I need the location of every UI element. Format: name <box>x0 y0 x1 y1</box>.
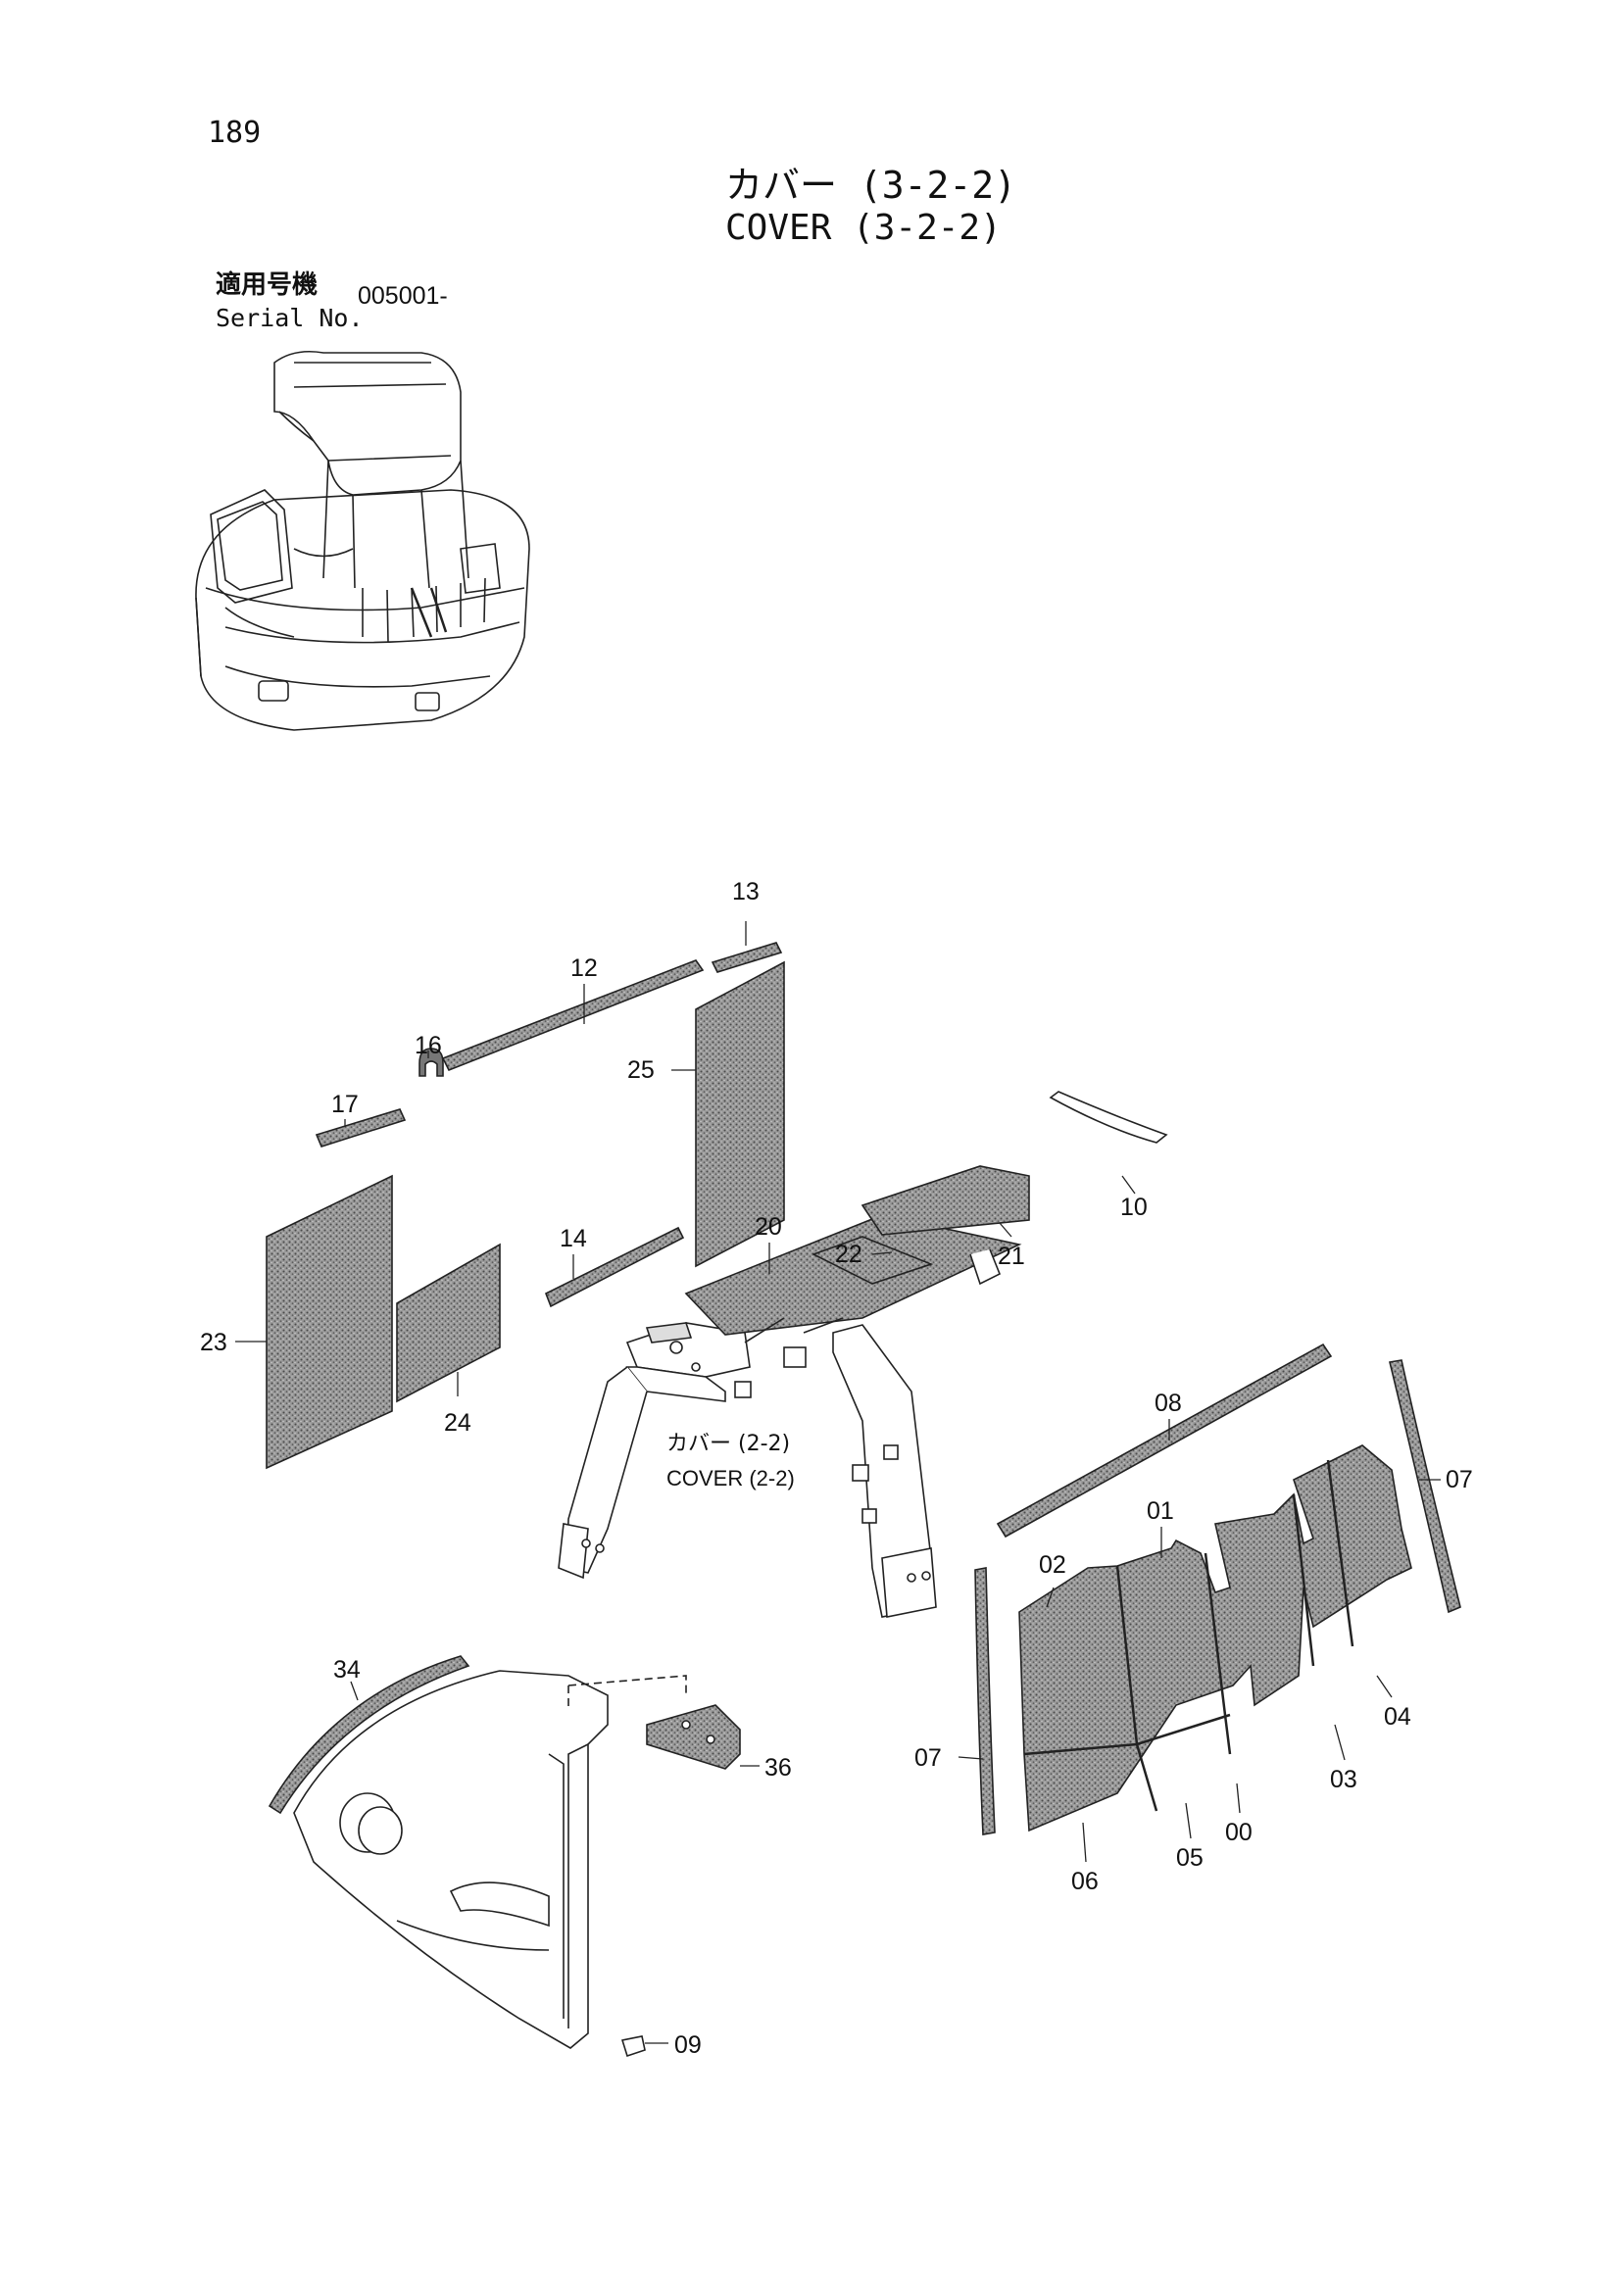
callout-34: 34 <box>333 1656 361 1684</box>
callout-07-left: 07 <box>914 1744 942 1772</box>
callout-22: 22 <box>835 1241 862 1268</box>
callout-14: 14 <box>560 1225 587 1252</box>
callout-00: 00 <box>1225 1819 1253 1846</box>
callout-02: 02 <box>1039 1551 1066 1579</box>
callout-17: 17 <box>331 1091 359 1118</box>
leader-lines <box>235 921 1441 2044</box>
callout-01: 01 <box>1147 1497 1174 1525</box>
frame-assembly-icon <box>558 1165 1030 1618</box>
page-number: 189 <box>208 116 262 150</box>
overview-machine-icon <box>195 350 530 731</box>
serial-number-value: 005001- <box>358 282 448 310</box>
callout-07-right: 07 <box>1446 1466 1473 1493</box>
title-japanese: カバー (3-2-2) <box>725 164 1017 207</box>
callout-23: 23 <box>200 1329 227 1356</box>
callout-03: 03 <box>1330 1766 1357 1793</box>
cross-reference-japanese: カバー (2-2) <box>666 1432 790 1456</box>
callout-05: 05 <box>1176 1844 1204 1872</box>
callout-36: 36 <box>764 1754 792 1782</box>
callout-04: 04 <box>1384 1703 1411 1731</box>
callout-09: 09 <box>674 2031 702 2059</box>
callout-25: 25 <box>627 1056 655 1084</box>
callout-10: 10 <box>1120 1194 1148 1221</box>
callout-12: 12 <box>570 954 598 982</box>
title-english: COVER (3-2-2) <box>725 208 1002 248</box>
callout-06: 06 <box>1071 1868 1099 1895</box>
callout-24: 24 <box>444 1409 471 1437</box>
callout-labels: 13 12 16 17 25 10 14 20 22 21 23 24 08 0… <box>200 878 1473 2059</box>
callout-08: 08 <box>1155 1390 1182 1417</box>
serial-label-english: Serial No. <box>216 304 364 332</box>
callout-21: 21 <box>998 1243 1025 1270</box>
cross-reference-english: COVER (2-2) <box>666 1466 795 1490</box>
side-cover-icon <box>268 1655 741 2058</box>
callout-20: 20 <box>755 1213 782 1241</box>
upper-left-parts <box>266 942 1168 1470</box>
serial-label-japanese: 適用号機 <box>216 270 319 300</box>
callout-13: 13 <box>732 878 760 905</box>
right-panel-set <box>974 1343 1461 1835</box>
callout-16: 16 <box>415 1032 442 1059</box>
